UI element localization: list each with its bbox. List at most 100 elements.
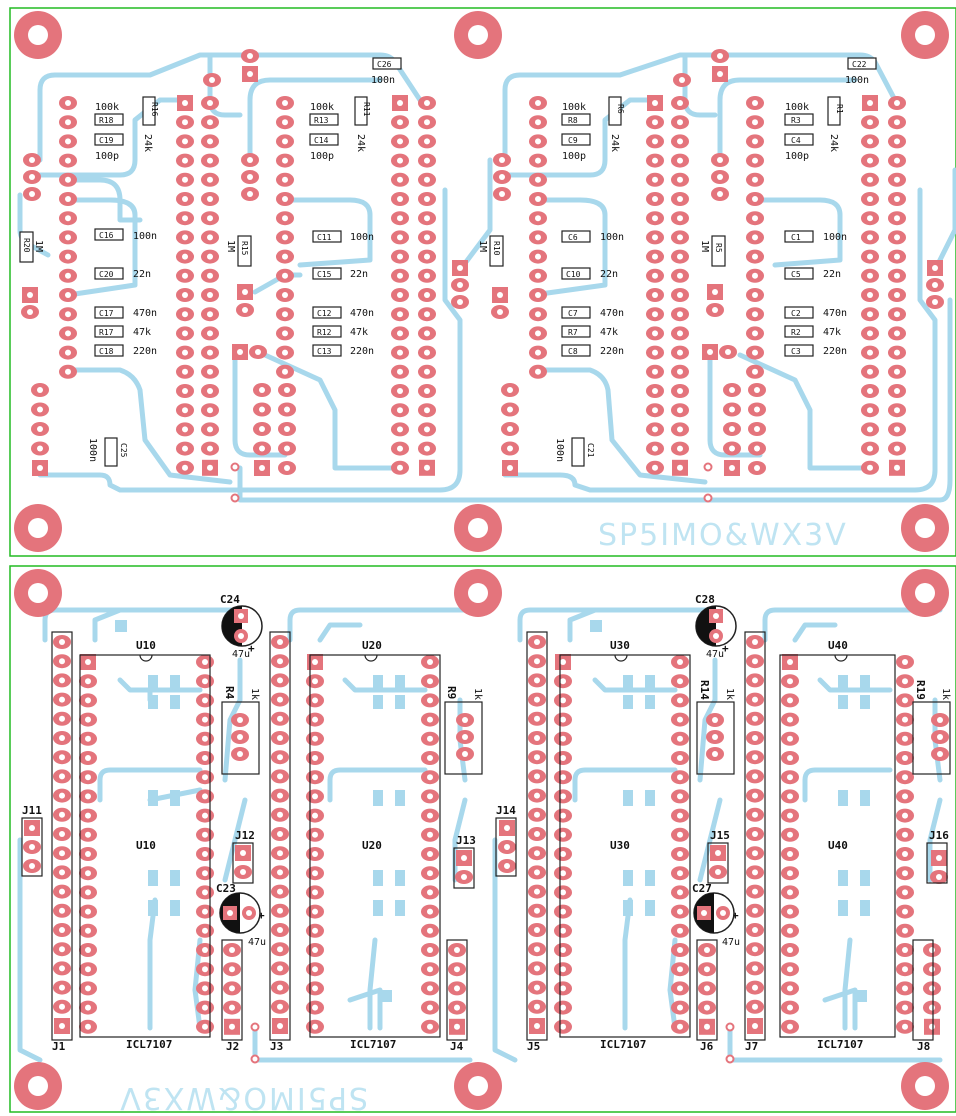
pad-square-icon (237, 284, 253, 300)
pad-round-icon (861, 384, 879, 398)
pad-square-icon (22, 287, 38, 303)
pad-round-icon (421, 693, 439, 708)
pad-round-icon (528, 807, 546, 822)
pad-round-icon (746, 923, 764, 937)
pad-round-icon (671, 268, 689, 283)
pad-round-icon (746, 903, 764, 918)
pad-round-icon (781, 1019, 799, 1034)
pad-round-icon (528, 750, 546, 765)
pad-round-icon (306, 751, 324, 765)
pad-round-icon (888, 422, 906, 437)
label-r1: R1 (835, 104, 844, 114)
pad-round-icon (231, 747, 249, 761)
brand-text-top: SP5IMO&WX3V (598, 518, 848, 553)
value-c25: 100n (87, 438, 98, 462)
label-c21: C21 (586, 443, 595, 458)
pad-round-icon (176, 422, 194, 437)
pad-round-icon (253, 402, 271, 417)
silkscreen-top-left: R16 100k R18 C19 24k 100p R20 1M C16 100… (19, 57, 402, 467)
pad-round-icon (79, 904, 97, 919)
pad-round-icon (746, 288, 764, 302)
pad-round-icon (746, 134, 764, 149)
pad-round-icon (746, 364, 764, 379)
pad-round-icon (781, 923, 799, 938)
pad-round-icon (201, 384, 219, 398)
pad-round-icon (391, 172, 409, 187)
pad-round-icon (53, 750, 71, 765)
label-r12: R12 (317, 328, 332, 337)
pad-round-icon (421, 751, 439, 765)
label-c14: C14 (314, 136, 329, 145)
pad-square-icon (647, 95, 663, 111)
pad-round-icon (448, 1000, 466, 1015)
label-24k-d: 24k (828, 134, 839, 152)
pad-round-icon (529, 115, 547, 130)
pad-round-icon (201, 364, 219, 379)
pad-round-icon (59, 211, 77, 226)
label-c10: C10 (566, 270, 581, 279)
pad-round-icon (671, 866, 689, 881)
pad-round-icon (271, 827, 289, 841)
pad-round-icon (528, 980, 546, 995)
pad-round-icon (528, 846, 546, 861)
capacitor-c27-icon (693, 892, 735, 934)
pad-round-icon (201, 172, 219, 187)
mount-hole-icon (454, 11, 502, 59)
pad-round-icon (31, 402, 49, 417)
pad-round-icon (671, 904, 689, 919)
pad-round-icon (176, 384, 194, 398)
pad-round-icon (528, 692, 546, 707)
pad-round-icon (271, 731, 289, 745)
pad-round-icon (528, 923, 546, 937)
pad-round-icon (203, 73, 221, 87)
mount-hole-icon (901, 1062, 949, 1110)
pad-round-icon (176, 134, 194, 149)
pad-round-icon (306, 693, 324, 708)
label-u40-top: U40 (828, 639, 848, 652)
board-outline-bottom (9, 565, 956, 1113)
label-100p-b: 100p (310, 151, 334, 162)
pad-round-icon (529, 192, 547, 206)
pad-round-icon (646, 153, 664, 168)
pad-round-icon (698, 981, 716, 996)
pad-round-icon (421, 1019, 439, 1034)
pad-round-icon (861, 307, 879, 322)
pad-round-icon (176, 288, 194, 302)
pad-round-icon (554, 808, 572, 823)
pad-round-icon (888, 288, 906, 302)
pad-round-icon (59, 364, 77, 379)
pad-round-icon (391, 249, 409, 264)
pad-round-icon (529, 134, 547, 149)
pad-round-icon (528, 711, 546, 726)
pad-round-icon (201, 326, 219, 341)
pad-square-icon (931, 850, 947, 866)
value-c27: 47u (722, 937, 740, 948)
pad-round-icon (23, 153, 41, 167)
label-c6: C6 (568, 233, 578, 242)
pad-round-icon (306, 923, 324, 938)
pad-round-icon (554, 847, 572, 861)
pad-round-icon (748, 383, 766, 397)
pad-round-icon (554, 981, 572, 996)
pad-round-icon (53, 692, 71, 707)
pad-round-icon (746, 827, 764, 841)
pad-round-icon (196, 866, 214, 881)
pad-round-icon (201, 211, 219, 226)
pad-round-icon (53, 769, 71, 784)
pad-round-icon (646, 288, 664, 302)
pad-round-icon (491, 305, 509, 319)
pad-round-icon (271, 692, 289, 707)
pad-round-icon (236, 303, 254, 317)
pad-round-icon (421, 789, 439, 804)
pad-round-icon (746, 230, 764, 245)
pad-round-icon (528, 961, 546, 976)
pad-round-icon (923, 962, 941, 977)
value-220n-d: 220n (823, 346, 847, 357)
pad-round-icon (418, 364, 436, 379)
pad-round-icon (671, 134, 689, 149)
pad-round-icon (746, 769, 764, 784)
pad-round-icon (698, 962, 716, 977)
pad-round-icon (529, 153, 547, 168)
pad-round-icon (79, 1019, 97, 1034)
